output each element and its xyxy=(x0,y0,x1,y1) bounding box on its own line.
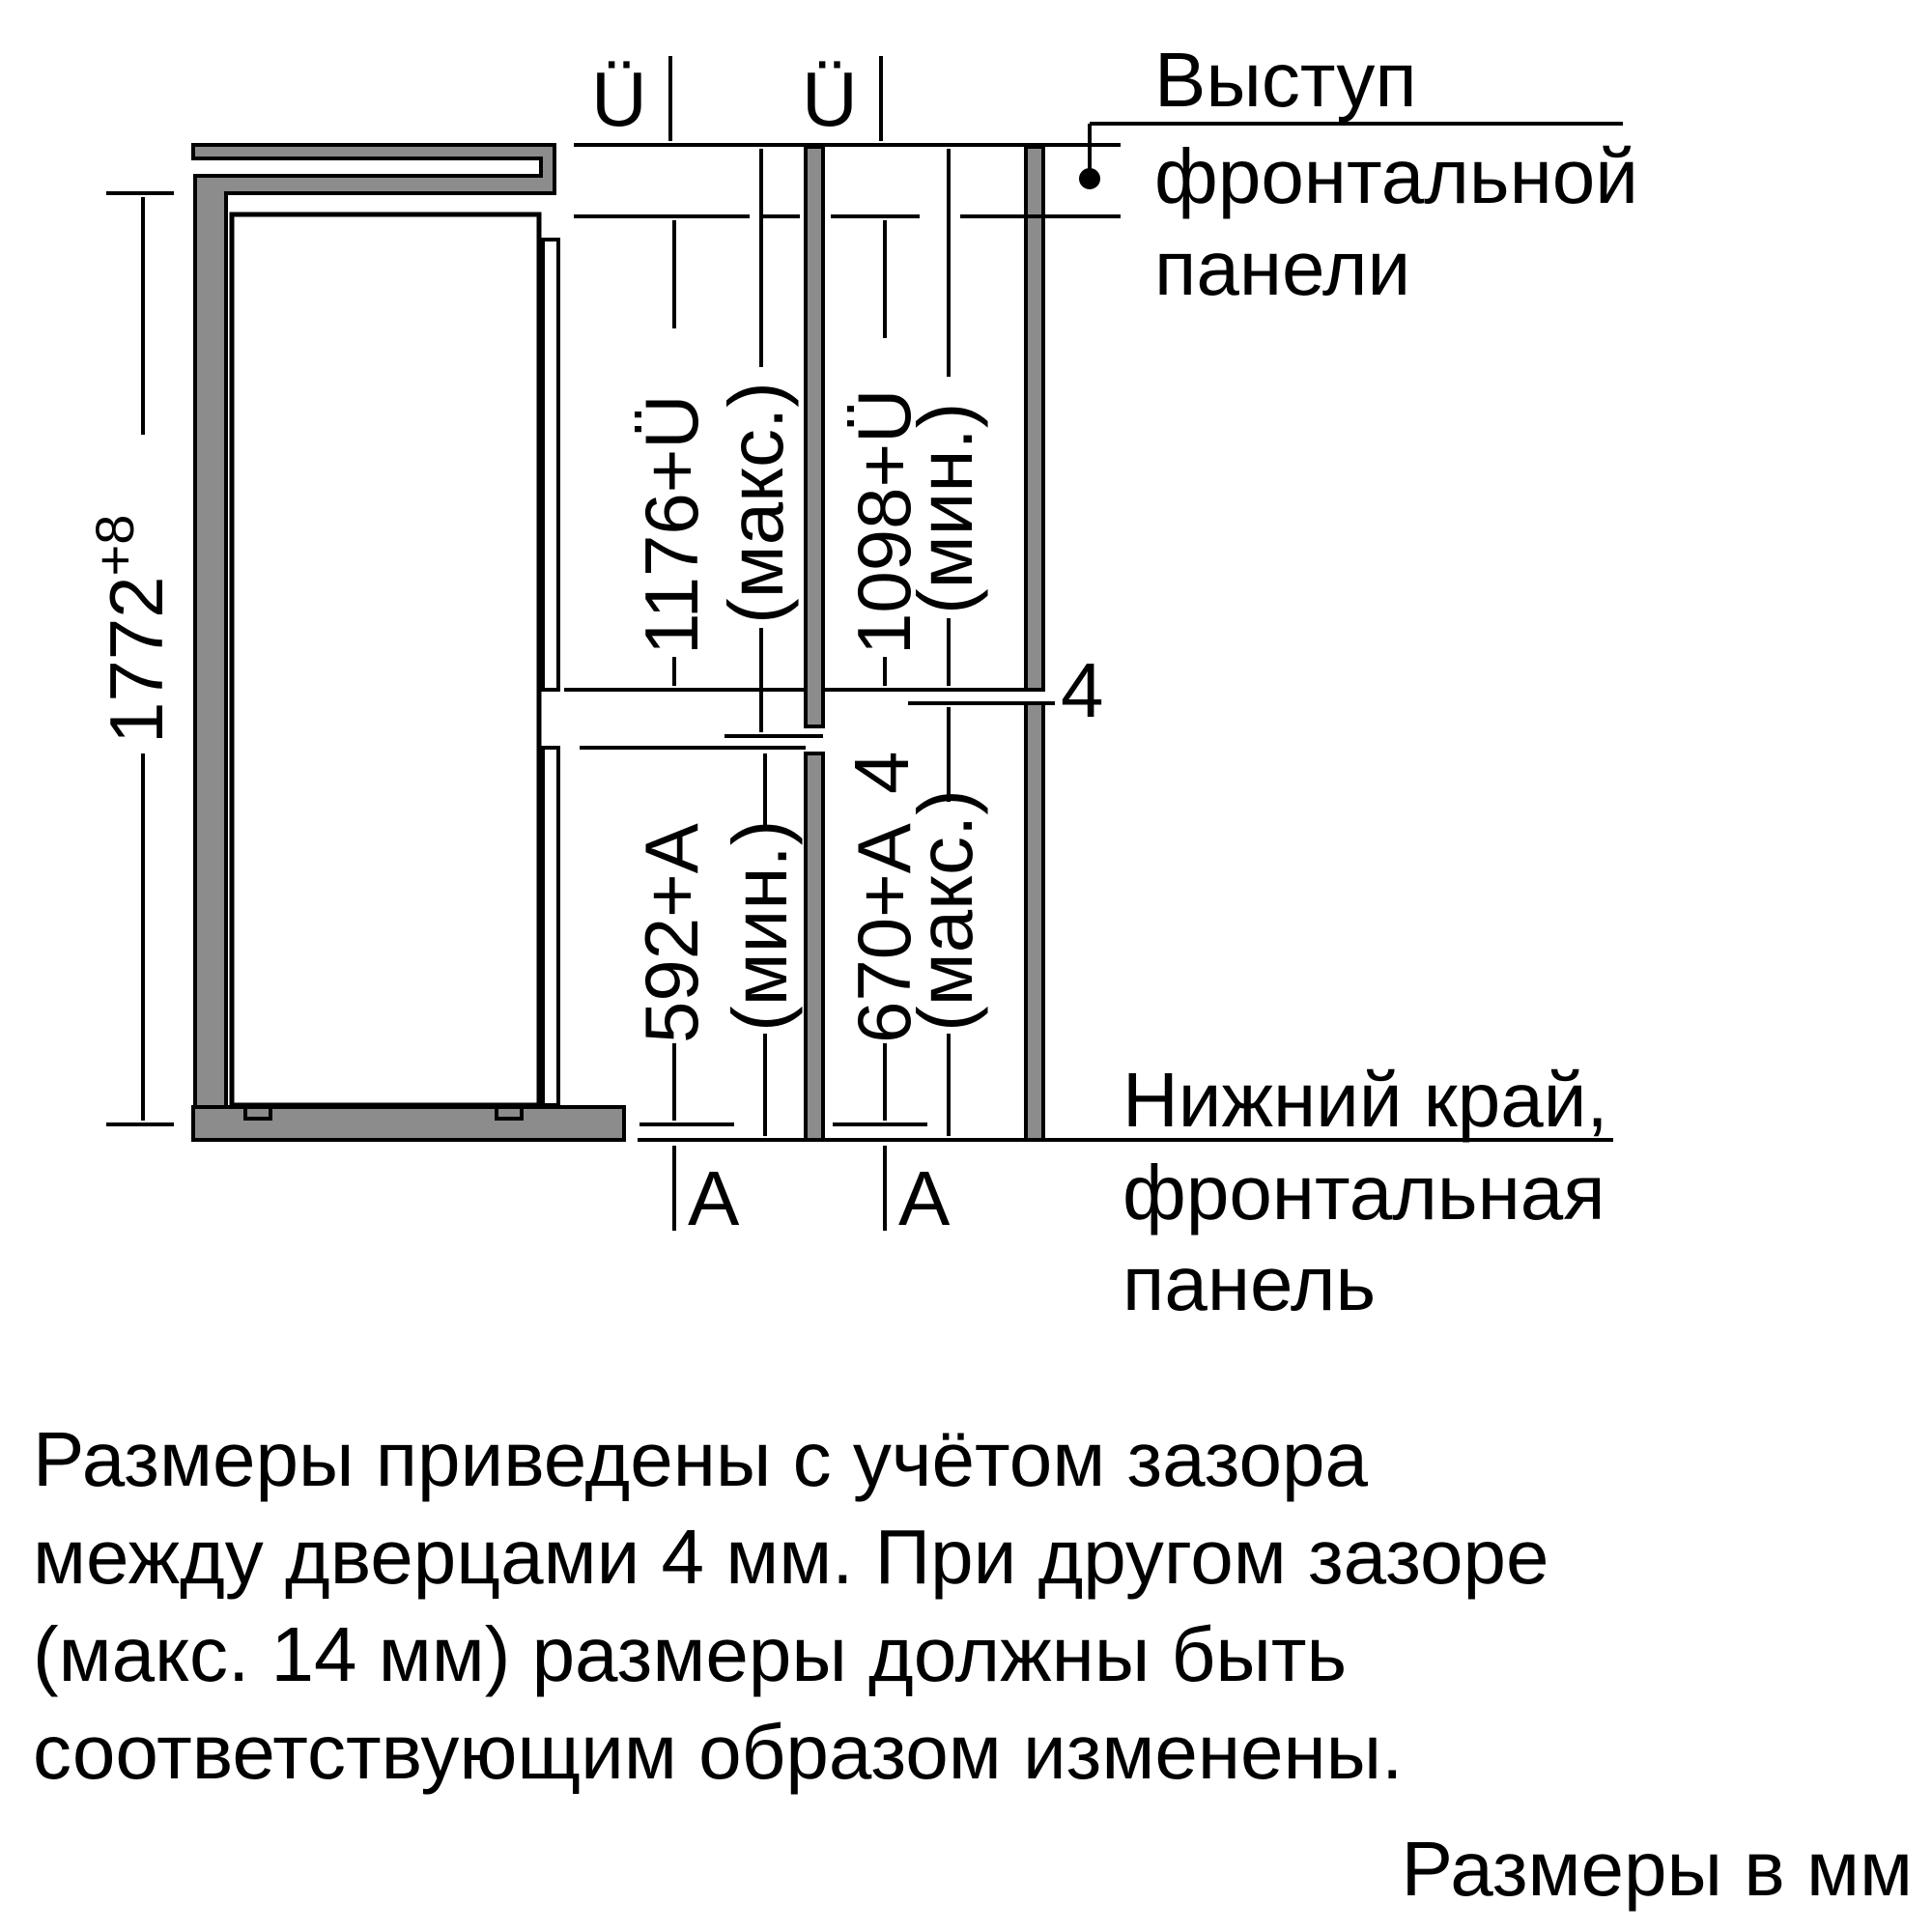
protrusion-label-1: Выступ xyxy=(1154,37,1417,123)
top-offset-right-label: Ü xyxy=(802,56,858,142)
upper-door-max-note: (макс.) xyxy=(713,382,799,624)
bottom-edge-label-3: панель xyxy=(1122,1240,1376,1326)
fridge-foot-front xyxy=(243,1103,272,1121)
front-panel-left-lower xyxy=(804,752,825,1142)
niche-bottom-wall xyxy=(191,1105,626,1142)
refrigerator-body xyxy=(229,212,542,1121)
front-panels xyxy=(804,145,1045,1142)
lower-door-max-note: (макс.) xyxy=(902,789,988,1032)
protrusion-label-3: панели xyxy=(1154,225,1410,311)
upper-door-max-label: 1176+Ü xyxy=(629,394,714,655)
dimension-arrows xyxy=(140,56,952,1231)
bottom-edge-label-2: фронтальная xyxy=(1122,1150,1605,1236)
upper-door-min-note: (мин.) xyxy=(902,403,988,614)
units-caption: Размеры в мм xyxy=(1401,1826,1913,1912)
protrusion-label-2: фронтальной xyxy=(1154,133,1638,219)
lower-door-min-label: 592+A xyxy=(629,823,714,1043)
reference-lines xyxy=(106,122,1623,1142)
front-panel-left-upper xyxy=(804,145,825,728)
fridge-doors xyxy=(541,238,560,1107)
niche-cabinet xyxy=(191,143,626,1142)
note-line: (макс. 14 мм) размеры должны быть xyxy=(33,1611,1348,1697)
note-line: соответствующим образом изменены. xyxy=(33,1709,1404,1795)
protrusion-dot xyxy=(1079,168,1100,189)
niche-top-wall xyxy=(191,143,556,1124)
front-panel-right-lower xyxy=(1024,701,1045,1142)
top-offset-left-label: Ü xyxy=(591,56,647,142)
gap-left-label: 4 xyxy=(838,752,924,795)
note-line: Размеры приведены с учётом зазора xyxy=(33,1416,1368,1502)
lower-door-max-label: 670+A xyxy=(841,823,926,1043)
gap-right-label: 4 xyxy=(1061,647,1104,733)
gap-explanation-note: Размеры приведены с учётом зазора между … xyxy=(33,1410,1907,1801)
front-panel-right-upper xyxy=(1024,145,1045,692)
fridge-lower-door xyxy=(541,746,560,1107)
note-line: между дверцами 4 мм. При другом зазоре xyxy=(33,1514,1549,1600)
bottom-offset-left-label: A xyxy=(688,1155,740,1241)
fridge-upper-door xyxy=(541,238,560,692)
diagram-labels: Ü Ü Выступ фронтальной панели 1772+8 117… xyxy=(84,37,1638,1326)
bottom-offset-right-label: A xyxy=(898,1155,951,1241)
fridge-foot-back xyxy=(495,1103,524,1121)
niche-height-label: 1772+8 xyxy=(84,515,179,744)
fridge-carcass xyxy=(229,212,542,1108)
upper-door-min-label: 1098+Ü xyxy=(841,389,926,655)
bottom-edge-label-1: Нижний край, xyxy=(1122,1057,1608,1143)
lower-door-min-note: (мин.) xyxy=(717,820,803,1032)
